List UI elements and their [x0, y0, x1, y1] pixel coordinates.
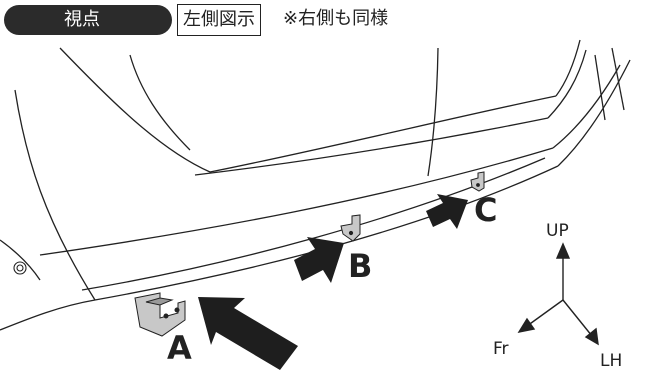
arrow-b	[294, 237, 344, 283]
axis-left-hand-label: LH	[600, 351, 623, 371]
rear-arch-outer	[555, 39, 581, 97]
axis-front-label: Fr	[493, 339, 509, 359]
axis-up-label: UP	[546, 221, 569, 241]
orientation-axes	[517, 242, 599, 346]
rocker-top-line	[39, 147, 554, 256]
label-b: B	[348, 247, 373, 285]
rear-edge-b	[557, 59, 631, 167]
bracket-a	[134, 292, 186, 337]
door-upper-crease	[59, 47, 211, 173]
same-for-right-note: ※右側も同様	[283, 8, 389, 29]
rear-panel-line-2	[611, 47, 625, 111]
viewpoint-badge: 視点	[4, 5, 172, 35]
rear-panel-line	[594, 54, 606, 121]
b-pillar-line	[427, 47, 439, 177]
front-detail	[13, 261, 27, 275]
rocker-bottom-edge	[94, 165, 559, 301]
bracket-c	[470, 171, 485, 192]
front-fender-line	[14, 89, 96, 301]
label-a: A	[167, 329, 192, 367]
rear-edge-a	[552, 64, 621, 149]
view-side-box: 左側図示	[177, 4, 261, 36]
arrow-c	[426, 194, 468, 229]
rear-arch-inner	[547, 49, 587, 119]
a-line	[129, 54, 191, 151]
door-crease-line	[209, 95, 557, 173]
front-lower-edge	[0, 299, 96, 331]
arrow-a	[198, 297, 298, 370]
front-wheel-arch	[0, 239, 41, 281]
bracket-b	[340, 214, 361, 242]
lower-crease	[194, 117, 549, 176]
label-c: C	[474, 191, 498, 229]
